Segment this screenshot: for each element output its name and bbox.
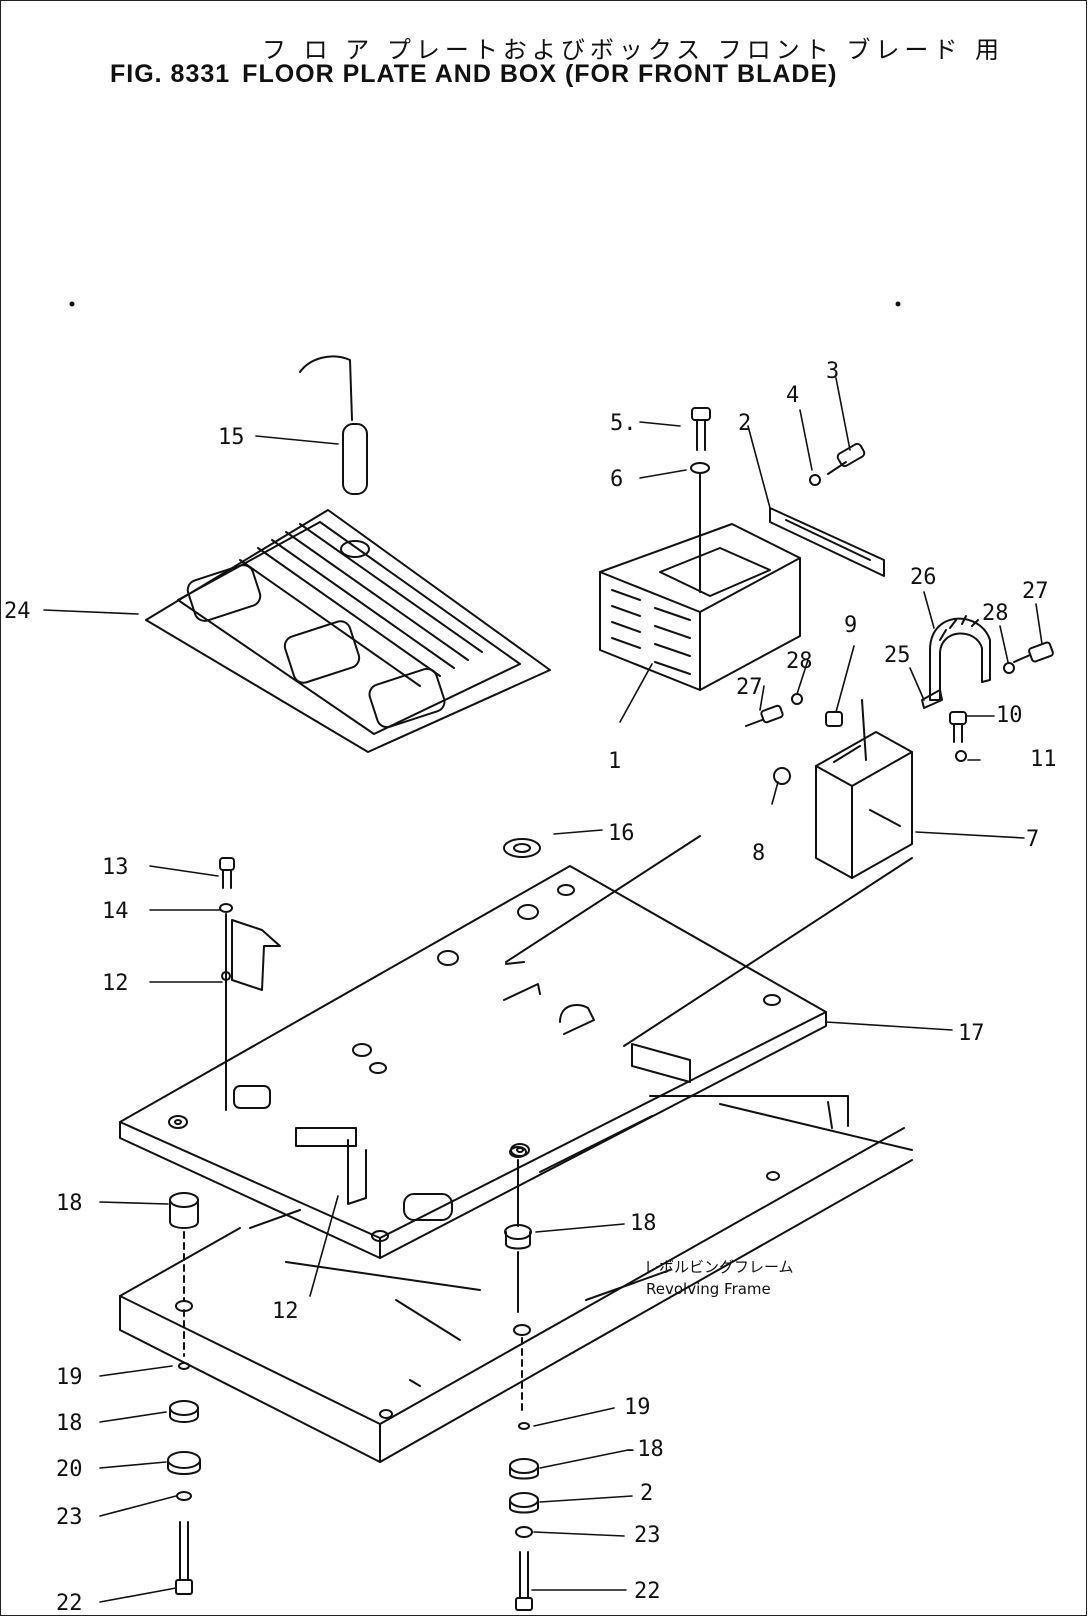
callout-19-right: 19 xyxy=(624,1395,651,1420)
callout-22-right: 22 xyxy=(634,1579,661,1604)
title-japanese: フ ロ ア プレートおよびボックス フロント ブレード 用 xyxy=(262,36,1005,64)
part-28-washer xyxy=(791,693,803,705)
part-1-box xyxy=(599,523,801,691)
title-english: FIG. 8331 FLOOR PLATE AND BOX (FOR FRONT … xyxy=(110,60,849,89)
leader-lines xyxy=(43,377,1043,1603)
part-16-grommet xyxy=(513,843,531,853)
callout-18-upper-left: 18 xyxy=(56,1191,83,1216)
registration-dot xyxy=(69,301,75,307)
callout-5: 5. xyxy=(610,411,637,436)
callout-4: 4 xyxy=(786,383,799,408)
part-27-bolt xyxy=(745,704,784,727)
callout-27-right: 27 xyxy=(1022,579,1049,604)
part-2-bracket xyxy=(769,507,885,577)
callout-6: 6 xyxy=(610,467,623,492)
callout-26: 26 xyxy=(910,565,937,590)
part-12-bracket xyxy=(231,919,281,991)
callout-25: 25 xyxy=(884,643,911,668)
part-26-cover xyxy=(929,617,991,701)
figure-number: FIG. 8331 xyxy=(110,60,231,88)
part-25-plate xyxy=(921,689,943,709)
part-17-floor-plate xyxy=(119,865,827,1259)
revolving-frame-label-japanese: レボルビングフレーム xyxy=(644,1258,794,1276)
part-4-washer xyxy=(809,474,821,486)
callout-7: 7 xyxy=(1026,827,1039,852)
part-13-bolt xyxy=(219,857,235,889)
callout-19-left: 19 xyxy=(56,1365,83,1390)
part-5-bolt xyxy=(691,407,711,451)
assembly-line xyxy=(623,857,913,1047)
part-11-washer xyxy=(955,750,967,762)
part-24-floor-mat xyxy=(145,509,551,753)
part-27-bolt xyxy=(1013,641,1054,663)
part-8-nut xyxy=(773,767,791,785)
part-15-lever xyxy=(299,355,368,495)
callout-27-left: 27 xyxy=(736,675,763,700)
callout-16: 16 xyxy=(608,821,635,846)
assembly-line xyxy=(505,835,701,963)
part-14-washer xyxy=(219,903,233,913)
callout-10: 10 xyxy=(996,703,1023,728)
registration-dot xyxy=(895,301,901,307)
callout-28-left: 28 xyxy=(786,649,813,674)
part-3-bolt xyxy=(827,442,866,475)
revolving-frame-label-english: Revolving Frame xyxy=(646,1280,771,1298)
figure-title: FLOOR PLATE AND BOX (FOR FRONT BLADE) xyxy=(242,60,838,88)
part-6-washer xyxy=(690,462,710,474)
callout-18-lower-right: -18 xyxy=(624,1437,664,1462)
callout-8: 8 xyxy=(752,841,765,866)
right-mount-stack xyxy=(504,1146,539,1611)
part-26-cover xyxy=(939,615,979,641)
callout-12-upper: 12 xyxy=(102,971,129,996)
callout-20: 20 xyxy=(56,1457,83,1482)
callout-2: 2 xyxy=(738,411,751,436)
callout-23-right: 23 xyxy=(634,1523,661,1548)
callout-18-lower-left: 18 xyxy=(56,1411,83,1436)
callout-3: 3 xyxy=(826,359,839,384)
callout-28-right: 28 xyxy=(982,601,1009,626)
part-10-bolt xyxy=(949,711,967,743)
callout-15: 15 xyxy=(218,425,245,450)
callout-18-upper-right: 18 xyxy=(630,1211,657,1236)
part-9-cap xyxy=(825,711,843,727)
callout-24: 24 xyxy=(4,599,31,624)
revolving-frame xyxy=(119,1095,913,1463)
left-mount-stack xyxy=(167,1192,201,1595)
part-7-box xyxy=(815,699,913,879)
callout-17: 17 xyxy=(958,1021,985,1046)
part-28-washer xyxy=(1003,662,1015,674)
callout-21: 2 xyxy=(640,1481,653,1506)
callout-12-lower: 12 xyxy=(272,1299,299,1324)
callout-11: 11 xyxy=(1030,747,1057,772)
callout-9: 9 xyxy=(844,613,857,638)
callout-22-left: 22 xyxy=(56,1591,83,1616)
callout-23-left: 23 xyxy=(56,1505,83,1530)
part-16-grommet xyxy=(503,838,541,858)
callout-1: 1 xyxy=(608,749,621,774)
callout-13: 13 xyxy=(102,855,129,880)
callout-14: 14 xyxy=(102,899,129,924)
